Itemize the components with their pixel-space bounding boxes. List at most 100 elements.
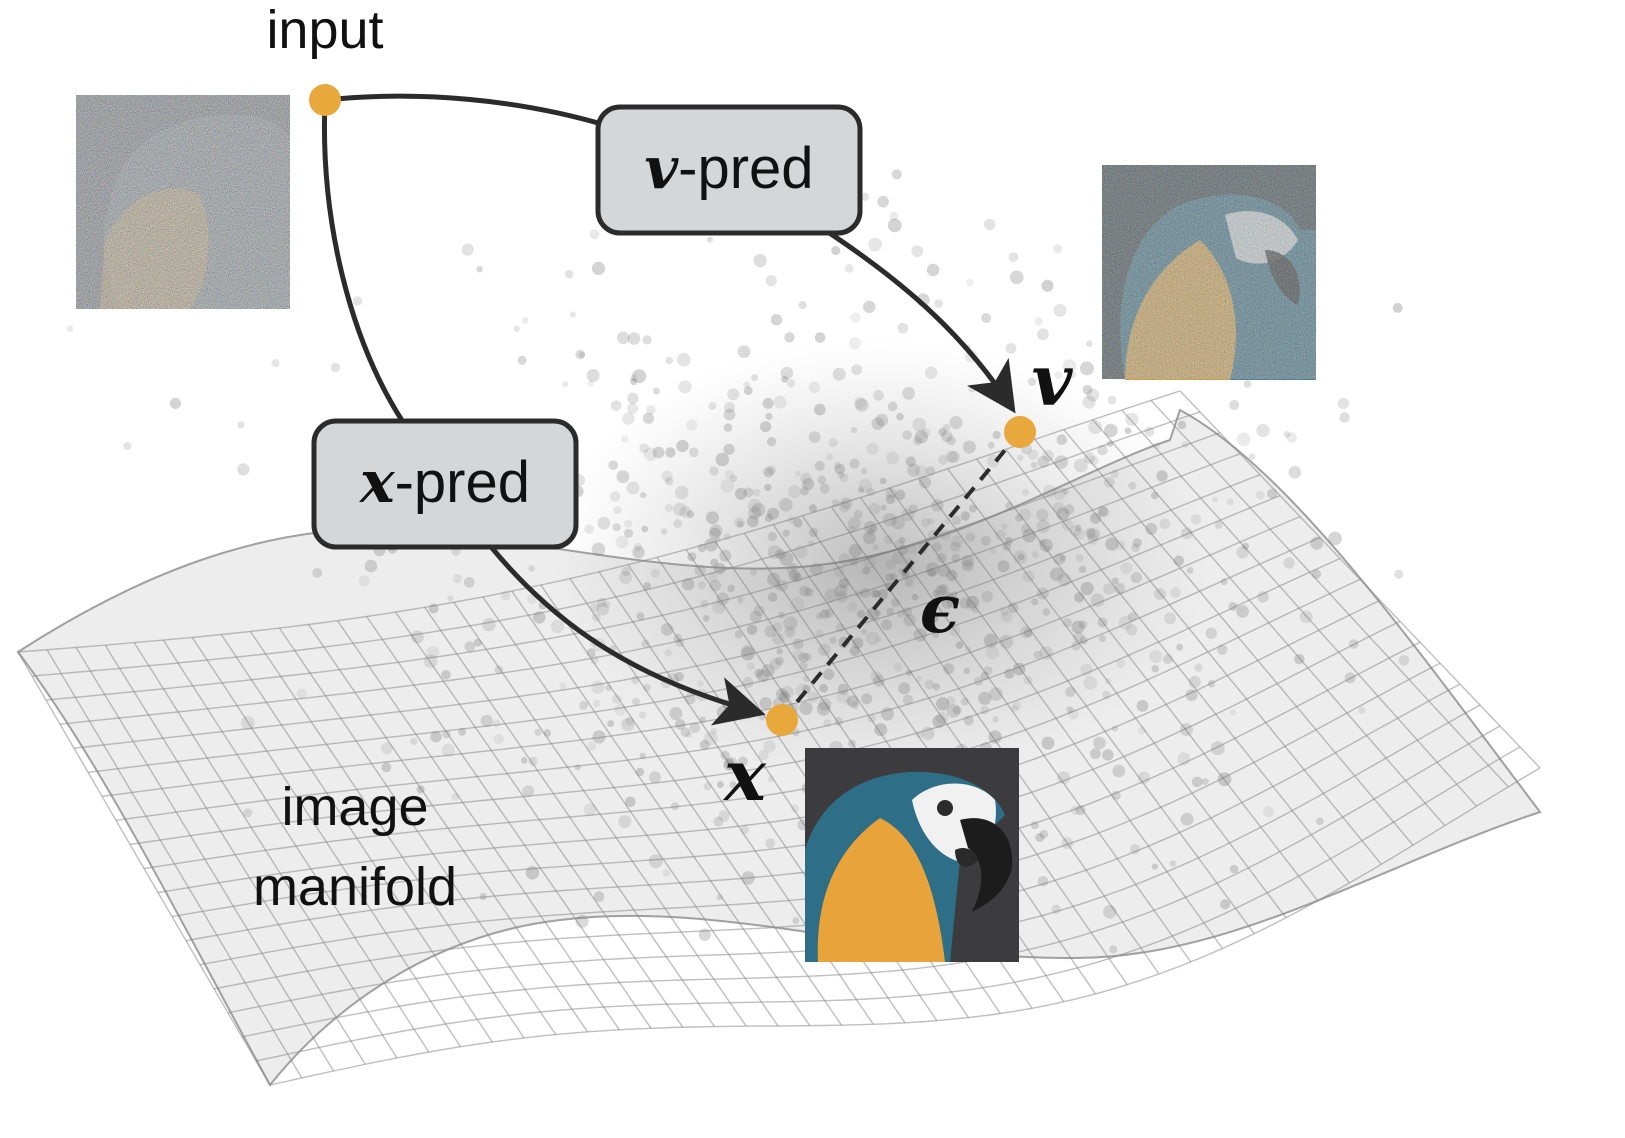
noise-dot: [951, 591, 958, 598]
noise-dot: [1288, 466, 1302, 479]
noise-dot: [766, 465, 776, 475]
noise-dot: [924, 366, 938, 380]
noise-dot: [980, 705, 990, 715]
noise-dot: [640, 492, 647, 499]
noise-dot: [639, 752, 646, 759]
noise-dot: [1041, 279, 1054, 292]
noise-dot: [480, 714, 493, 728]
noise-dot: [952, 705, 962, 715]
noise-dot: [819, 483, 830, 494]
noise-dot: [699, 716, 706, 723]
noise-dot: [946, 595, 960, 609]
noise-dot: [778, 611, 786, 619]
noise-dot: [1083, 452, 1096, 464]
noise-dot: [1286, 432, 1297, 443]
noise-dot: [946, 436, 956, 446]
noise-dot: [705, 511, 719, 525]
input-label: input: [266, 0, 383, 60]
noise-dot: [428, 603, 439, 614]
noise-dot: [758, 750, 769, 761]
noise-dot: [943, 663, 955, 675]
noise-dot: [612, 523, 621, 532]
noise-dot: [621, 566, 631, 577]
noise-dot: [709, 579, 722, 592]
noise-dot: [793, 518, 803, 528]
noise-dot: [891, 169, 902, 180]
noise-dot: [590, 602, 600, 612]
noise-dot: [965, 532, 976, 542]
noise-dot: [897, 322, 909, 334]
noise-dot: [586, 741, 597, 751]
noise-dot: [981, 591, 993, 603]
noise-dot: [743, 487, 754, 498]
noise-dot: [780, 685, 794, 699]
noise-dot: [741, 871, 755, 885]
noise-dot: [597, 516, 611, 530]
noise-dot: [817, 475, 827, 485]
noise-dot: [838, 553, 851, 565]
noise-dot: [1181, 441, 1189, 449]
manifold-grid-line: [157, 599, 1381, 894]
noise-dot: [852, 637, 864, 649]
noise-dot: [1037, 328, 1049, 341]
noise-dot: [798, 661, 808, 671]
noise-dot: [1124, 427, 1132, 435]
noise-dot: [992, 430, 1001, 440]
noise-dot: [1087, 534, 1098, 545]
noise-dot: [776, 648, 783, 655]
noise-dot: [938, 428, 947, 437]
noise-dot: [381, 762, 392, 773]
noise-dot: [896, 413, 904, 421]
noise-dot: [697, 581, 706, 590]
noise-dot: [1056, 507, 1070, 521]
v-pred-label: v-pred: [644, 134, 813, 202]
noise-dot: [980, 536, 991, 546]
noise-dot: [729, 781, 737, 789]
noise-dot: [736, 520, 744, 528]
noise-dot: [779, 551, 794, 566]
noise-dot: [660, 623, 674, 636]
noise-dot: [1137, 771, 1151, 784]
noise-dot: [1075, 805, 1086, 816]
noise-dot: [1339, 412, 1350, 423]
noise-dot: [902, 386, 915, 400]
noise-dot: [743, 386, 753, 396]
noise-dot: [1090, 593, 1105, 608]
noise-dot: [1012, 701, 1021, 710]
noise-dot: [680, 727, 691, 737]
noise-dot: [686, 510, 695, 519]
noise-dot: [860, 587, 871, 598]
noise-dot: [951, 535, 964, 548]
noise-dot: [441, 669, 451, 680]
noise-dot: [767, 545, 782, 559]
noise-dot: [738, 756, 748, 767]
noise-dot: [1022, 570, 1035, 583]
noise-dot: [605, 684, 612, 692]
noise-dot: [874, 635, 882, 643]
noise-dot: [603, 600, 611, 608]
noise-dot: [724, 756, 738, 771]
noise-dot: [675, 638, 685, 648]
noise-dot: [1004, 537, 1013, 546]
noise-dot: [834, 463, 846, 475]
noise-dot: [769, 658, 782, 670]
noise-dot: [1177, 752, 1191, 766]
noise-dot: [700, 600, 709, 608]
noise-dot: [1078, 620, 1088, 629]
noise-dot: [1021, 488, 1030, 496]
noise-dot: [648, 771, 661, 784]
noise-dot: [870, 670, 882, 683]
noise-dot: [932, 683, 941, 691]
x-pred-label: x-pred: [358, 448, 530, 516]
noise-dot: [1057, 572, 1072, 587]
x-pred-box: x-pred: [311, 418, 579, 550]
noise-dot: [574, 764, 581, 771]
noise-dot: [596, 597, 607, 608]
noise-dot: [802, 478, 815, 491]
vpred-to-v-arrow: [826, 229, 1016, 414]
noise-dot: [1188, 675, 1201, 689]
noise-dot: [1311, 569, 1322, 579]
noise-dot: [360, 893, 368, 901]
noise-dot: [786, 563, 797, 575]
noise-dot: [591, 542, 606, 556]
